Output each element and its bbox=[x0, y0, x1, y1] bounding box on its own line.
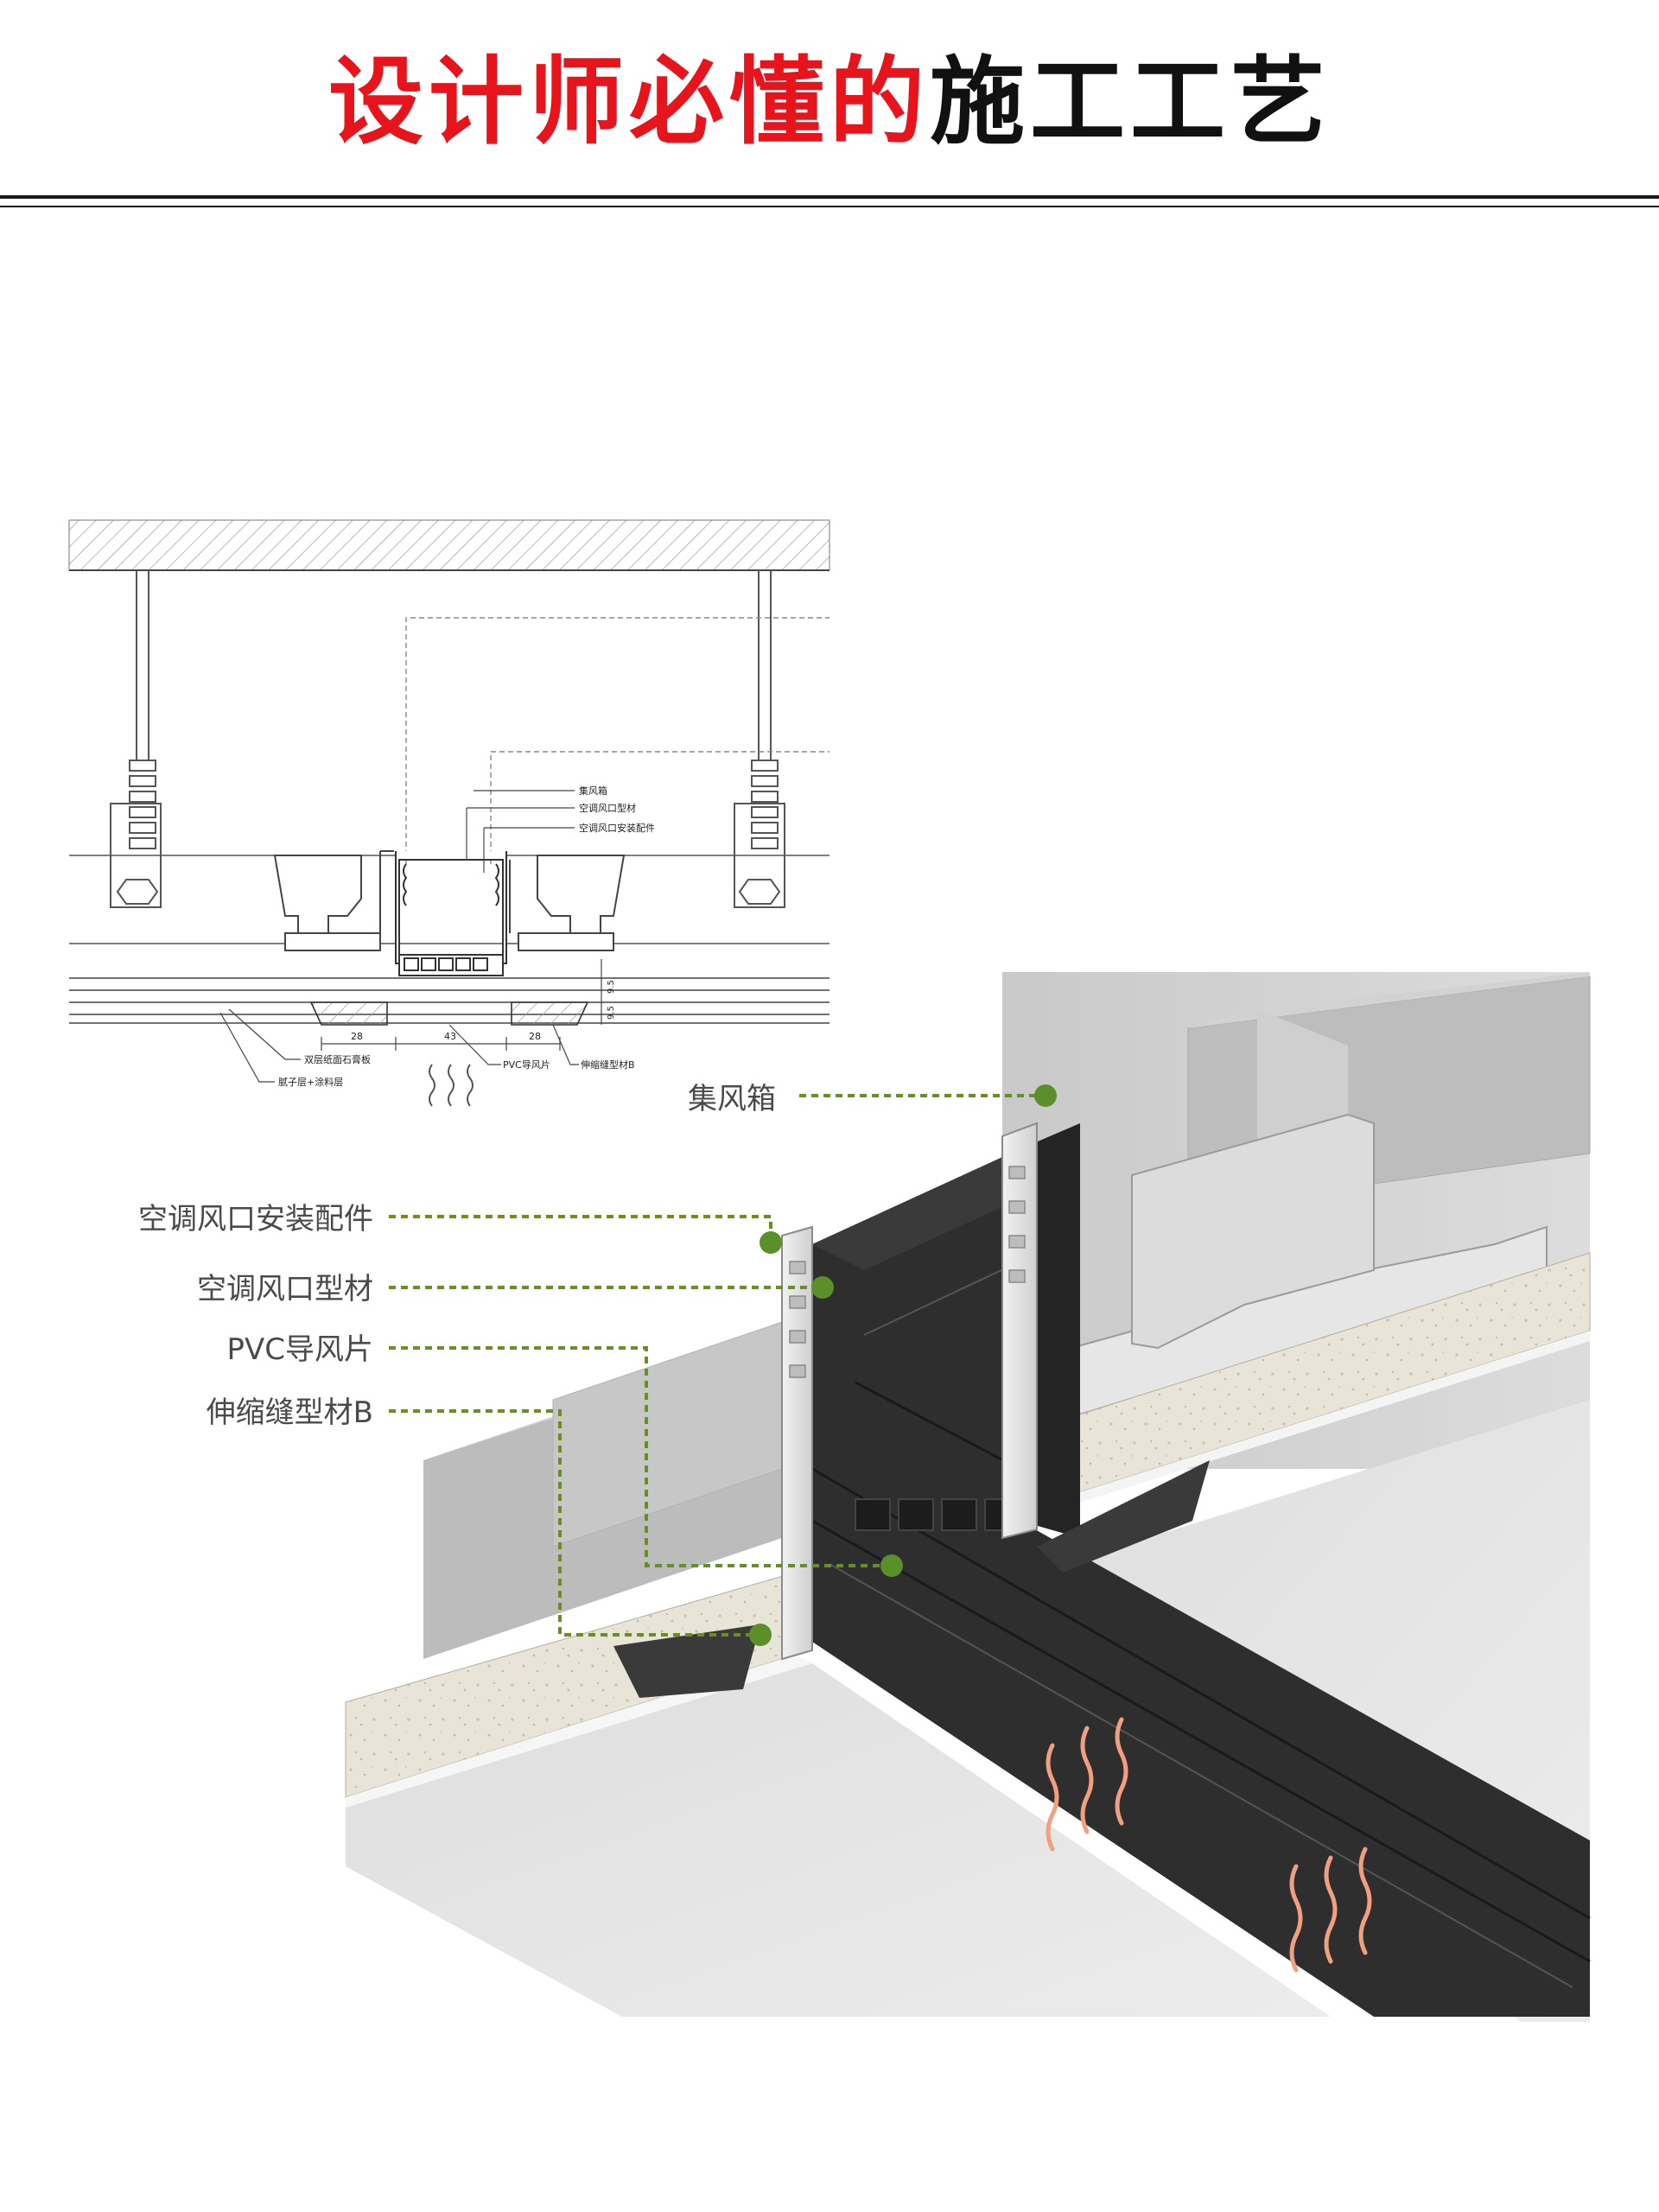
ceiling-board-layers bbox=[69, 977, 830, 1024]
airflow-arrows bbox=[1046, 1717, 1372, 1973]
cross-channel-left bbox=[273, 850, 394, 951]
cad-section-drawing: 28 43 28 9.5 9.5 集风箱 空调风口型材 空调风口安装配件 双层纸… bbox=[68, 519, 830, 1107]
cad-label-profile: 空调风口型材 bbox=[579, 802, 636, 814]
profile-right-teeth bbox=[1008, 1166, 1026, 1283]
cross-channel-right bbox=[509, 855, 626, 951]
right-cross-channel-side bbox=[1131, 1113, 1375, 1350]
vent-duct-grooves bbox=[811, 1381, 1591, 1963]
dimension-lines bbox=[321, 959, 602, 1051]
cad-label-box: 集风箱 bbox=[579, 785, 607, 797]
concrete-slab bbox=[68, 519, 830, 571]
header-rule-thin bbox=[0, 206, 1659, 207]
dim-h2: 9.5 bbox=[607, 1006, 616, 1020]
callout-dot-profile bbox=[811, 1276, 834, 1299]
aluminum-profile-right bbox=[1001, 1122, 1038, 1540]
hanger-rod-left bbox=[110, 570, 162, 908]
callout-lines bbox=[389, 1094, 1046, 1637]
title-black-part: 施工工艺 bbox=[930, 47, 1331, 157]
expansion-joint-profiles bbox=[309, 1001, 589, 1026]
callout-dot-box bbox=[1034, 1084, 1057, 1107]
cad-label-joint: 伸缩缝型材B bbox=[581, 1058, 635, 1071]
cad-label-board: 双层纸面石膏板 bbox=[304, 1053, 371, 1065]
callouts: 集风箱 空调风口安装配件 空调风口型材 PVC导风片 伸缩缝型材B bbox=[138, 1082, 1057, 1646]
callout-label-joint: 伸缩缝型材B bbox=[207, 1395, 373, 1430]
callout-label-profile: 空调风口型材 bbox=[197, 1272, 373, 1306]
dim-h1: 9.5 bbox=[607, 980, 616, 994]
callout-dot-fitting bbox=[760, 1231, 782, 1254]
vent-duct-highlights bbox=[829, 1261, 1573, 1988]
aluminum-profile-left bbox=[781, 1225, 813, 1661]
cad-label-fitting: 空调风口安装配件 bbox=[579, 822, 655, 834]
vent-grille bbox=[855, 1498, 1017, 1531]
board-slab-right-edge bbox=[1071, 1331, 1590, 1505]
dim-right: 28 bbox=[529, 1031, 541, 1042]
central-vent-profile bbox=[395, 851, 507, 976]
page-title: 设计师必懂的施工工艺 bbox=[0, 41, 1659, 162]
cad-airflow-arrows bbox=[429, 1064, 474, 1107]
profile-left-teeth bbox=[789, 1261, 806, 1378]
callout-dot-pvc bbox=[880, 1554, 903, 1577]
dim-mid: 43 bbox=[444, 1031, 456, 1042]
air-box-dashed-outline bbox=[405, 617, 830, 864]
callout-dot-joint bbox=[749, 1624, 772, 1646]
main-channel-lines bbox=[69, 855, 830, 944]
callout-label-pvc: PVC导风片 bbox=[226, 1332, 373, 1367]
cad-label-pvc: PVC导风片 bbox=[503, 1059, 550, 1071]
callout-label-box: 集风箱 bbox=[688, 1082, 776, 1116]
expansion-joint-cutouts bbox=[613, 1460, 1210, 1698]
dim-left: 28 bbox=[351, 1031, 363, 1042]
cad-leader-lines bbox=[219, 790, 579, 1083]
callout-dots bbox=[749, 1084, 1057, 1646]
upper-channel-top bbox=[1188, 972, 1590, 1028]
page-header: 设计师必懂的施工工艺 bbox=[0, 0, 1659, 216]
cad-label-putty: 腻子层+涂料层 bbox=[278, 1076, 343, 1088]
callout-label-fitting: 空调风口安装配件 bbox=[138, 1202, 373, 1236]
header-rule-thick bbox=[0, 195, 1659, 199]
title-red-part: 设计师必懂的 bbox=[328, 47, 930, 157]
ceiling-underside-left bbox=[346, 1663, 1331, 2017]
hanger-rod-right bbox=[734, 570, 785, 908]
3d-cutaway-render bbox=[345, 972, 1591, 2022]
